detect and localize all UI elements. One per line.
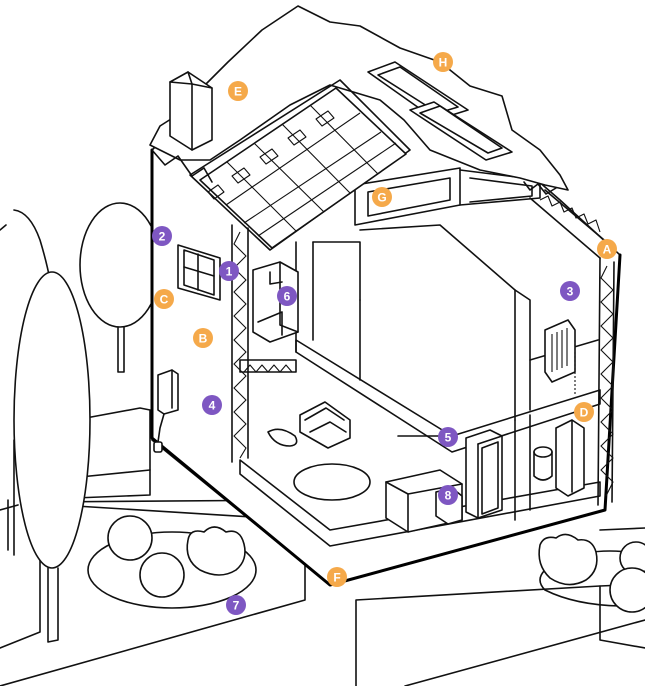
marker-b: B: [193, 328, 213, 348]
marker-e: E: [228, 81, 248, 101]
chimney: [170, 72, 212, 150]
marker-f: F: [327, 567, 347, 587]
marker-a: A: [597, 239, 617, 259]
marker-b-label: B: [199, 332, 208, 346]
marker-2: 2: [152, 226, 172, 246]
marker-1-label: 1: [226, 265, 233, 279]
garden-bed-left: [88, 516, 256, 608]
marker-d-label: D: [580, 406, 589, 420]
marker-g: G: [372, 187, 392, 207]
marker-8-label: 8: [445, 489, 452, 503]
marker-d: D: [574, 402, 594, 422]
marker-g-label: G: [377, 191, 386, 205]
marker-c: C: [154, 289, 174, 309]
marker-h: H: [433, 52, 453, 72]
marker-4: 4: [202, 395, 222, 415]
fridge: [466, 430, 502, 518]
marker-5: 5: [438, 427, 458, 447]
marker-7: 7: [226, 595, 246, 615]
marker-f-label: F: [333, 571, 340, 585]
marker-3-label: 3: [567, 285, 574, 299]
marker-5-label: 5: [445, 431, 452, 445]
marker-7-label: 7: [233, 599, 240, 613]
trees: [0, 203, 160, 642]
marker-2-label: 2: [159, 230, 166, 244]
marker-3: 3: [560, 281, 580, 301]
marker-4-label: 4: [209, 399, 216, 413]
marker-6: 6: [277, 286, 297, 306]
marker-a-label: A: [603, 243, 612, 257]
garden-bed-right: [539, 534, 645, 612]
marker-8: 8: [438, 485, 458, 505]
marker-1: 1: [219, 261, 239, 281]
marker-e-label: E: [234, 85, 242, 99]
house: [150, 6, 620, 585]
marker-h-label: H: [439, 56, 448, 70]
marker-c-label: C: [160, 293, 169, 307]
marker-6-label: 6: [284, 290, 291, 304]
